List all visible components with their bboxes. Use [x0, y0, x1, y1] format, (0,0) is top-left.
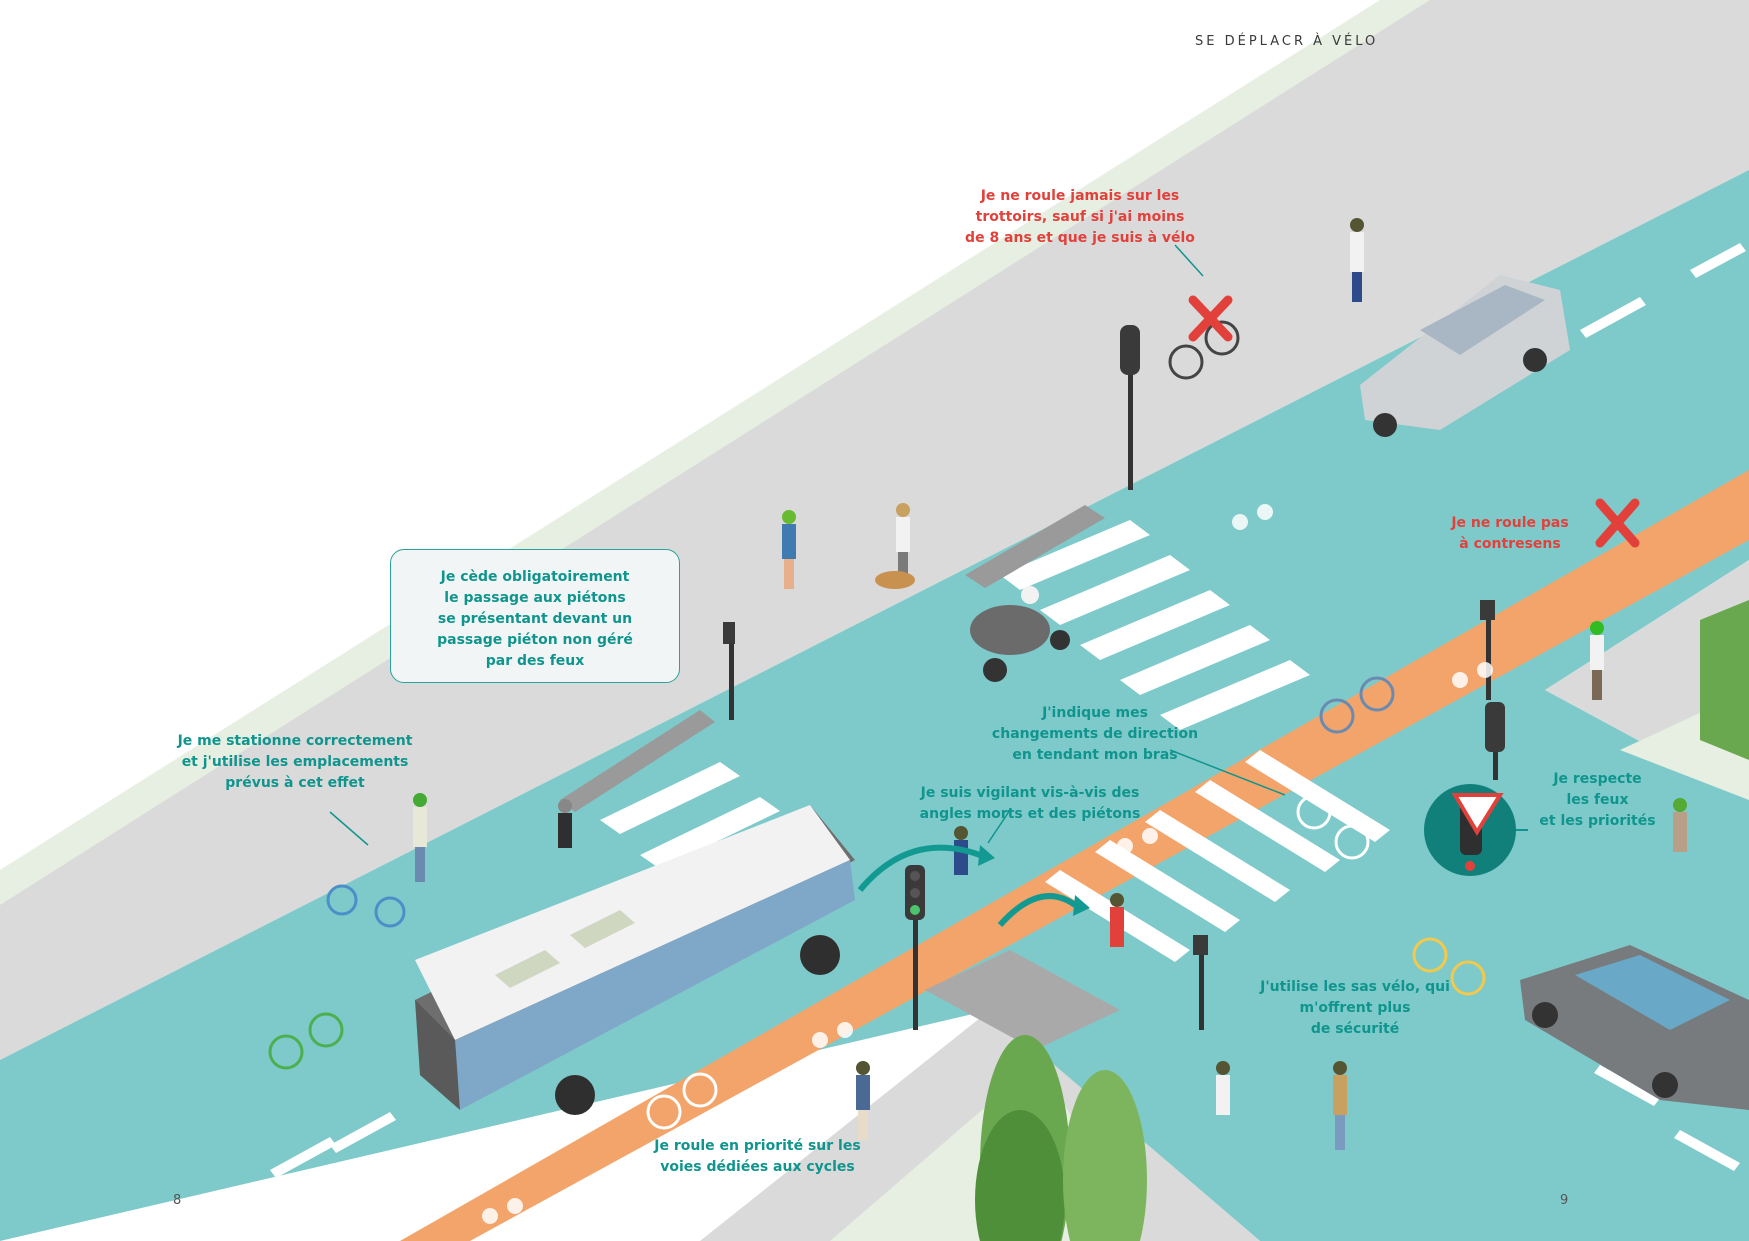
arrow-icon	[857, 844, 1077, 927]
car-grey	[1520, 945, 1749, 1110]
trees	[975, 600, 1749, 1241]
motorcycle	[970, 586, 1070, 682]
page-number-left: 8	[173, 1193, 182, 1208]
car-silver	[1360, 275, 1570, 437]
bicycle-icon	[268, 320, 1486, 1130]
page-number-right: 9	[1560, 1193, 1569, 1208]
cross-icon	[1188, 295, 1640, 548]
yield-sign-icon	[1424, 784, 1528, 876]
traffic-light-icon	[723, 325, 1505, 1030]
bus	[415, 805, 855, 1115]
page-header: SE DÉPLACR À VÉLO	[1195, 34, 1379, 49]
cycle-lane	[400, 470, 1749, 1241]
callout-box	[390, 549, 680, 683]
